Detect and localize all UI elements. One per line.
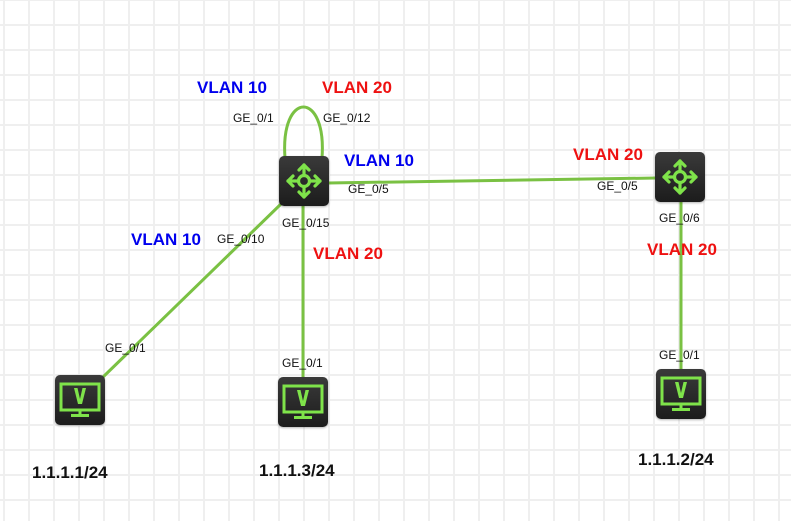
pc1-node[interactable] [55,375,105,425]
port-label-pc2-ge01: GE_0/1 [659,348,700,362]
vlan-label-sw1-ge010: VLAN 10 [131,230,201,249]
port-label-sw1-ge015: GE_0/15 [282,216,330,230]
ip-label-pc3: 1.1.1.3/24 [259,461,335,480]
port-label-sw1-ge05: GE_0/5 [348,182,389,196]
pc3-node[interactable] [278,377,328,427]
port-label-sw1-ge010: GE_0/10 [217,232,265,246]
vpc-monitor-icon [660,376,702,411]
vlan-label-loop-b: VLAN 20 [322,78,392,97]
switch1-node[interactable] [279,156,329,206]
switch2-node[interactable] [655,152,705,202]
pc2-node[interactable] [656,369,706,419]
vpc-monitor-icon [282,384,324,419]
port-label-sw1-ge01: GE_0/1 [233,111,274,125]
port-label-pc1-ge01: GE_0/1 [105,341,146,355]
ip-label-pc1: 1.1.1.1/24 [32,463,108,482]
vlan-label-sw2-ge05: VLAN 20 [573,145,643,164]
port-label-sw1-ge012: GE_0/12 [323,111,371,125]
switch-arrows-icon [662,159,698,195]
link-switch1-switch2[interactable] [327,176,657,185]
vpc-monitor-icon [59,382,101,417]
port-label-pc3-ge01: GE_0/1 [282,356,323,370]
link-switch1-loop[interactable] [283,105,324,159]
switch-arrows-icon [286,163,322,199]
vlan-label-sw1-ge015: VLAN 20 [313,244,383,263]
port-label-sw2-ge06: GE_0/6 [659,211,700,225]
link-switch1-pc1[interactable] [100,201,284,380]
ip-label-pc2: 1.1.1.2/24 [638,450,714,469]
vlan-label-loop-a: VLAN 10 [197,78,267,97]
vlan-label-sw2-ge06: VLAN 20 [647,240,717,259]
port-label-sw2-ge05: GE_0/5 [597,179,638,193]
vlan-label-sw1-ge05: VLAN 10 [344,151,414,170]
